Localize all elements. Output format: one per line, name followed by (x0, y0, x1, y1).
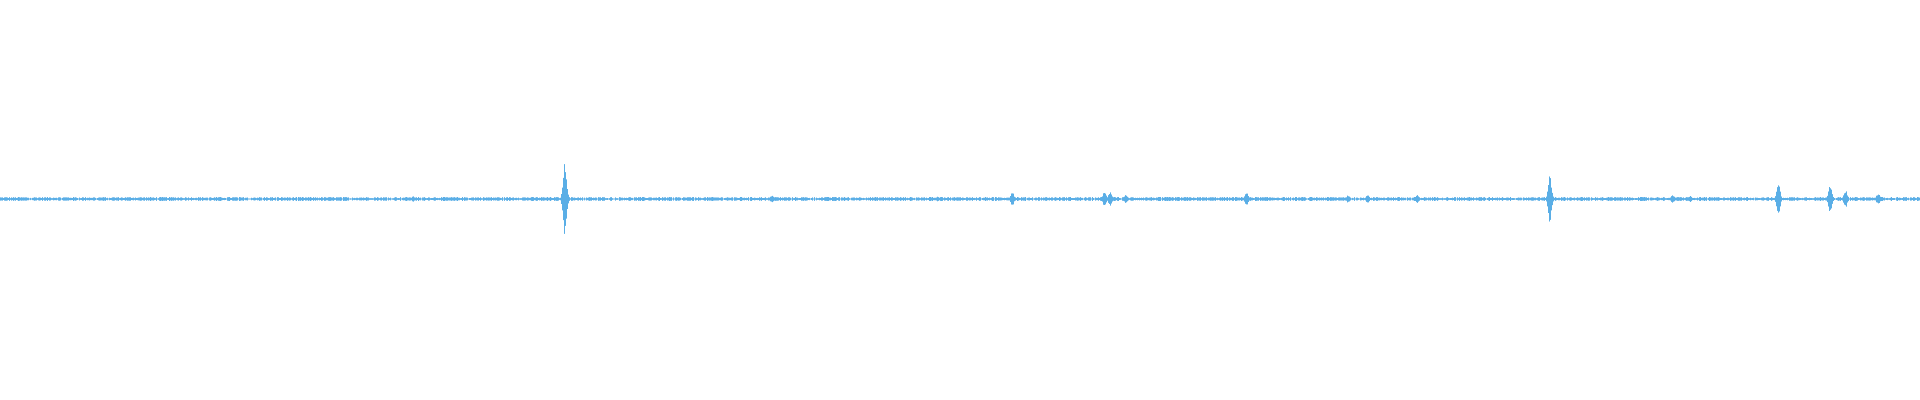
waveform-samples (0, 164, 1920, 234)
waveform-amplitude-path (0, 164, 1920, 234)
